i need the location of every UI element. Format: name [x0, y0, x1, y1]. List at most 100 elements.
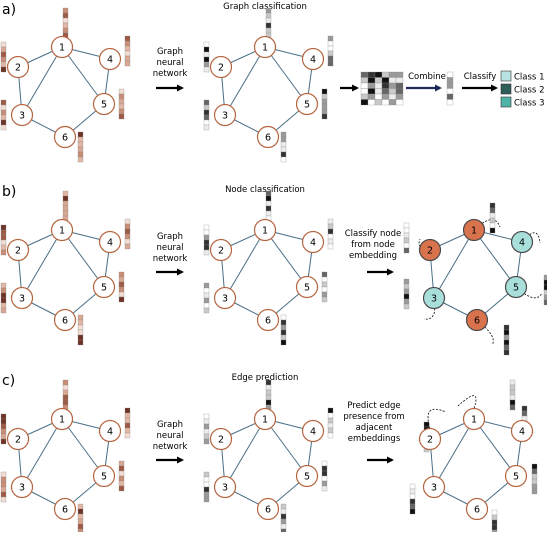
graph-node-3 [213, 103, 237, 127]
graph-edge [61, 229, 105, 288]
graph-node-label-2: 2 [218, 434, 224, 445]
node-feature-vector-6 [77, 131, 84, 163]
node-embedding-vector-2 [203, 41, 210, 73]
matrix-cell [367, 99, 376, 106]
matrix-cell [367, 93, 376, 100]
graph-node-label-4: 4 [107, 54, 113, 65]
graph-edge [264, 46, 308, 105]
matrix-cell [360, 93, 369, 100]
graph-node-label-2: 2 [15, 434, 21, 445]
matrix-cell [360, 88, 369, 95]
panel-a-letter: a) [2, 2, 16, 18]
graph-node-4 [301, 419, 325, 443]
matrix-cell [360, 71, 369, 78]
graph-edge [21, 229, 63, 299]
graph-node-label-5: 5 [304, 471, 310, 482]
graph-node-label-2: 2 [218, 62, 224, 73]
graph-node-6 [256, 125, 280, 149]
graph-edge [21, 418, 63, 488]
legend-label-class1: Class 1 [514, 73, 544, 83]
graph-edge [224, 46, 266, 116]
graph-node-1 [50, 407, 74, 431]
matrix-cell [367, 77, 376, 84]
legend-swatch-class1 [500, 70, 512, 82]
graph-node-5 [504, 275, 528, 299]
vector-cell [446, 71, 454, 78]
matrix-cell [388, 82, 397, 89]
panel-c-gnn-line1: Graph [157, 420, 183, 430]
graph-node-4 [510, 230, 534, 254]
node-embedding-vector-5 [321, 271, 328, 303]
graph-node-6 [465, 308, 489, 332]
panel-b-gnn-line1: Graph [157, 232, 183, 242]
graph-node-3 [213, 286, 237, 310]
graph-node-label-1: 1 [59, 414, 65, 425]
node-feature-vector-1 [62, 190, 69, 222]
node-feature-vector-4 [124, 35, 131, 67]
edge-predict-curl-right [457, 395, 477, 409]
graph-node-6 [53, 497, 77, 521]
matrix-cell [388, 99, 397, 106]
vector-cell [446, 99, 454, 106]
graph-node-label-3: 3 [222, 293, 228, 304]
graph-node-5 [295, 464, 319, 488]
graph-node-label-1: 1 [262, 42, 268, 53]
node-embedding-vector-3 [509, 379, 516, 411]
graph-node-label-5: 5 [101, 99, 107, 110]
graph-node-label-1: 1 [471, 414, 477, 425]
graph-node-1 [253, 218, 277, 242]
graph-edge [21, 46, 63, 116]
graph-node-label-3: 3 [19, 293, 25, 304]
graph-node-4 [510, 419, 534, 443]
node-embedding-vector-2 [203, 224, 210, 256]
graph-node-2 [6, 55, 30, 79]
panel-b-letter: b) [2, 184, 16, 200]
node-feature-vector-5 [118, 271, 125, 303]
matrix-cell [381, 99, 390, 106]
graph-node-label-4: 4 [310, 237, 316, 248]
graph-node-label-2: 2 [427, 245, 433, 256]
combined-graph-vector [446, 71, 454, 106]
node-feature-vector-6 [77, 314, 84, 346]
legend-label-class3: Class 3 [514, 99, 544, 109]
graph-node-label-4: 4 [519, 237, 525, 248]
graph-node-label-2: 2 [15, 245, 21, 256]
matrix-cell [360, 77, 369, 84]
matrix-cell [395, 71, 404, 78]
matrix-cell [381, 88, 390, 95]
graph-edge [264, 229, 308, 288]
graph-node-5 [92, 92, 116, 116]
graph-node-label-4: 4 [519, 426, 525, 437]
node-feature-vector-5 [118, 88, 125, 120]
matrix-cell [381, 82, 390, 89]
graph-node-4 [98, 419, 122, 443]
graph-node-2 [209, 427, 233, 451]
graph-node-label-1: 1 [262, 414, 268, 425]
graph-node-3 [422, 475, 446, 499]
graph-node-4 [301, 230, 325, 254]
graph-node-2 [209, 55, 233, 79]
legend-swatch-class3 [500, 96, 512, 108]
graph-node-label-2: 2 [218, 245, 224, 256]
panel-a-gnn-line1: Graph [157, 47, 183, 57]
panel-a-title: Graph classification [223, 2, 307, 12]
panel-b-step-line1: Classify node [345, 229, 402, 239]
legend-label-class2: Class 2 [514, 86, 544, 96]
graph-node-1 [253, 35, 277, 59]
graph-node-5 [504, 464, 528, 488]
graph-node-label-6: 6 [62, 315, 68, 326]
node-feature-vector-2 [0, 224, 7, 256]
matrix-cell [395, 82, 404, 89]
matrix-cell [374, 77, 383, 84]
graph-node-1 [462, 407, 486, 431]
graph-node-label-1: 1 [59, 42, 65, 53]
class-legend: Class 1 Class 2 Class 3 [500, 70, 544, 109]
graph-node-label-2: 2 [427, 434, 433, 445]
graph-node-label-2: 2 [15, 62, 21, 73]
matrix-cell [367, 71, 376, 78]
panel-c-step-line1: Predict edge [347, 401, 400, 411]
combine-label: Combine [408, 72, 446, 82]
